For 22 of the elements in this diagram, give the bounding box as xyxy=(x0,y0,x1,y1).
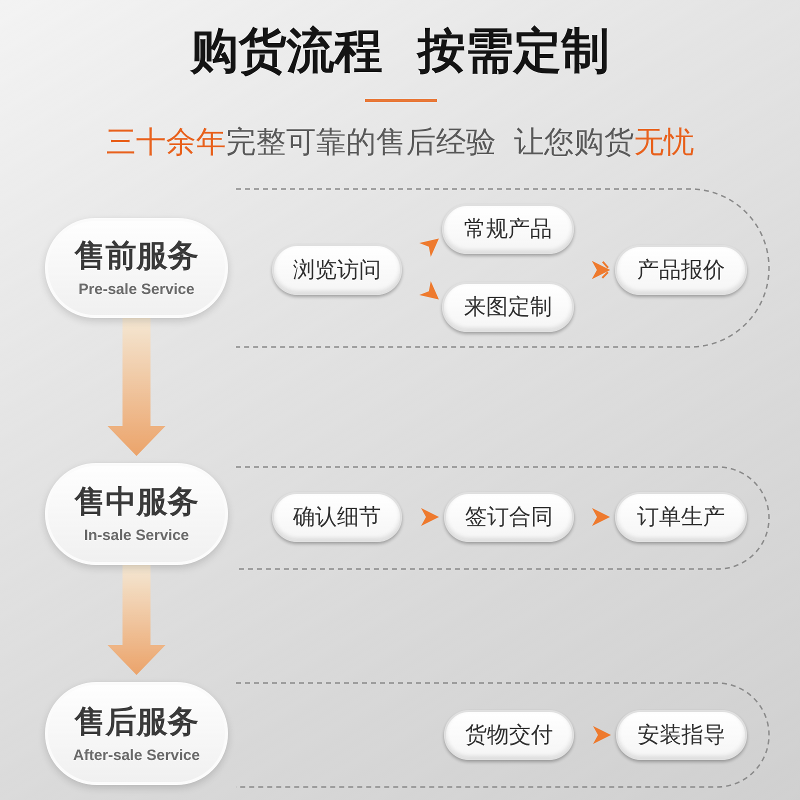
stage-title: 售后服务 xyxy=(74,702,198,740)
subtitle: 三十余年完整可靠的售后经验 让您购货无忧 xyxy=(106,125,694,161)
stage-title: 售中服务 xyxy=(74,483,198,521)
stage-subtitle: In-sale Service xyxy=(84,526,190,545)
block-arrow xyxy=(108,565,166,675)
step-box: 签订合同 xyxy=(444,492,574,542)
dashed-frame xyxy=(236,466,770,570)
step-box: 订单生产 xyxy=(615,492,747,542)
step-box: 常规产品 xyxy=(442,204,574,254)
step-box: 来图定制 xyxy=(442,282,574,332)
dashed-frame xyxy=(236,682,770,788)
dashed-frame xyxy=(236,188,770,348)
title: 购货流程 按需定制 xyxy=(190,24,610,80)
block-arrow xyxy=(108,318,166,456)
step-box: 确认细节 xyxy=(272,492,402,542)
stage-title: 售前服务 xyxy=(74,237,198,275)
stage-subtitle: Pre-sale Service xyxy=(78,280,194,299)
step-box: 浏览访问 xyxy=(272,244,402,295)
step-box: 货物交付 xyxy=(444,710,574,760)
step-box: 产品报价 xyxy=(615,245,747,295)
step-box: 安装指导 xyxy=(616,710,747,760)
stage-subtitle: After-sale Service xyxy=(73,746,200,764)
